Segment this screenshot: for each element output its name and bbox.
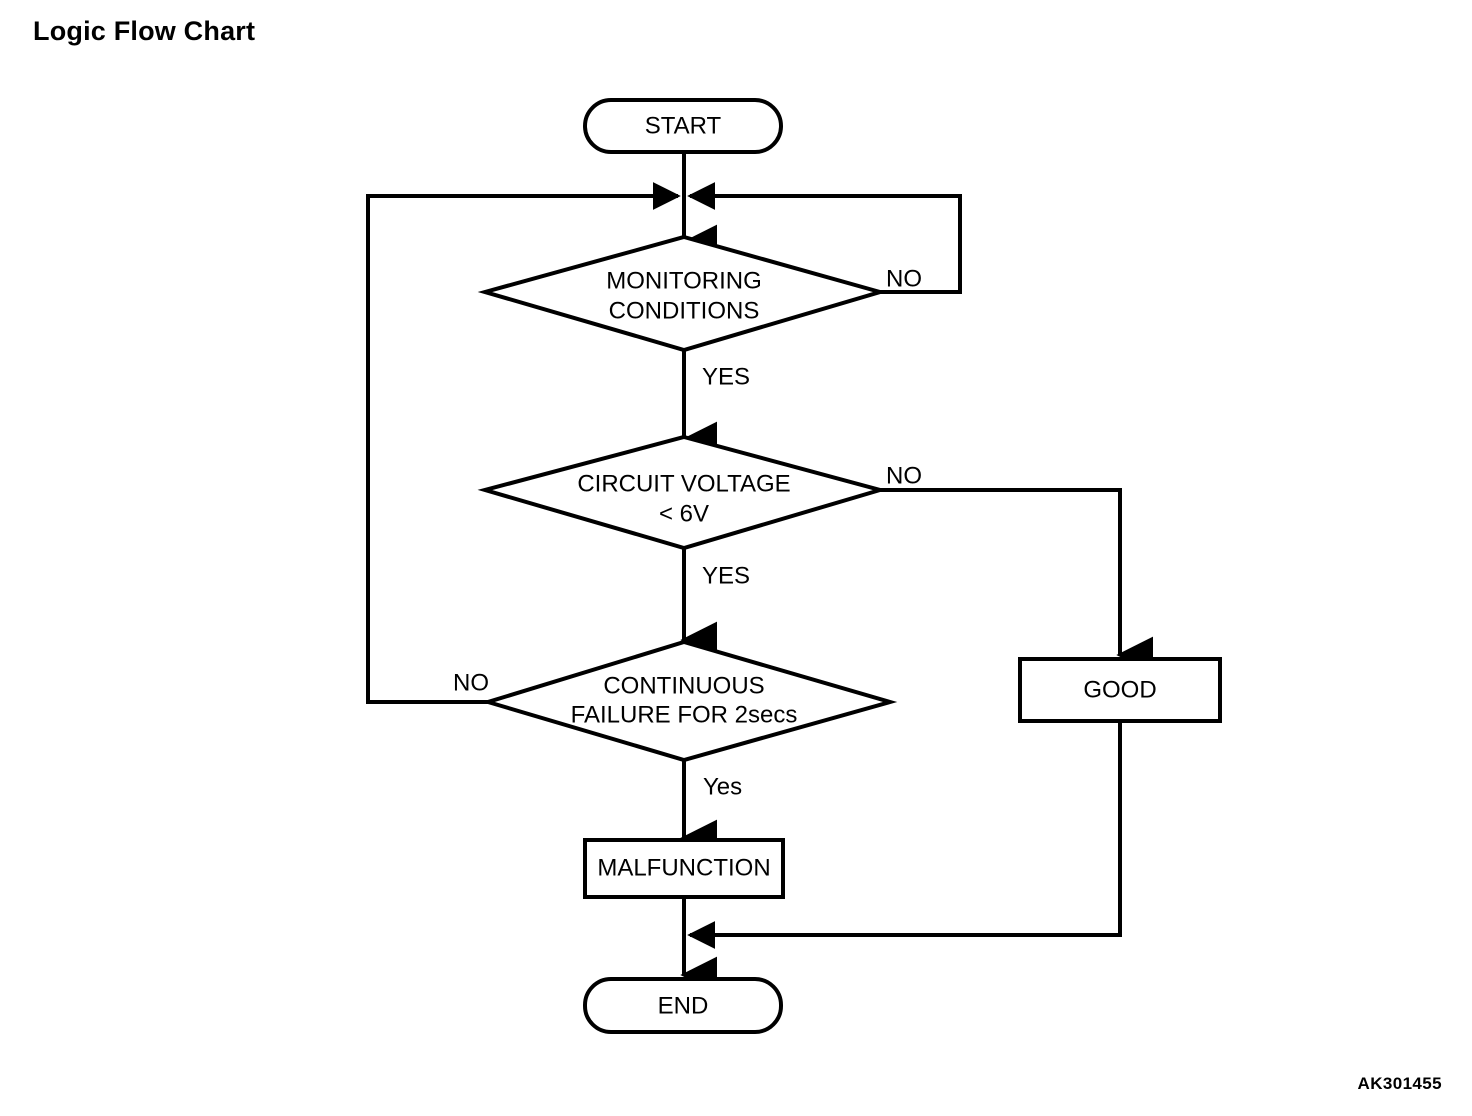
figure-code: AK301455 xyxy=(1357,1074,1442,1093)
connector-good-to-end xyxy=(687,722,1122,949)
edge-label-voltage-no: NO xyxy=(886,462,922,489)
page-title: Logic Flow Chart xyxy=(33,16,256,46)
node-continuous-label-line2: FAILURE FOR 2secs xyxy=(571,701,798,728)
node-end xyxy=(583,977,783,1034)
node-voltage-label-line2: < 6V xyxy=(659,500,709,527)
edge-label-voltage-yes: YES xyxy=(702,562,750,589)
node-malfunction-label: MALFUNCTION xyxy=(597,854,770,881)
connector-monitoring-no-loopback xyxy=(687,182,962,294)
node-good-label: GOOD xyxy=(1083,676,1156,703)
node-good xyxy=(1018,657,1222,723)
edge-label-continuous-yes: Yes xyxy=(703,773,742,800)
node-malfunction xyxy=(583,838,785,899)
edge-label-monitoring-yes: YES xyxy=(702,363,750,390)
node-monitoring-label-line2: CONDITIONS xyxy=(609,297,760,324)
node-monitoring-conditions xyxy=(477,234,888,353)
edge-label-continuous-no: NO xyxy=(453,669,489,696)
node-start xyxy=(583,98,783,154)
node-continuous-label-line1: CONTINUOUS xyxy=(603,672,764,699)
node-end-label: END xyxy=(658,992,709,1019)
connector-continuous-no-loopback xyxy=(366,182,681,704)
node-continuous-failure xyxy=(481,639,898,763)
node-circuit-voltage xyxy=(477,434,888,551)
edge-label-monitoring-no: NO xyxy=(886,265,922,292)
node-voltage-label-line1: CIRCUIT VOLTAGE xyxy=(577,470,790,497)
connector-voltage-no-to-good xyxy=(880,488,1153,674)
node-monitoring-label-line1: MONITORING xyxy=(606,267,762,294)
node-start-label: START xyxy=(645,112,722,139)
